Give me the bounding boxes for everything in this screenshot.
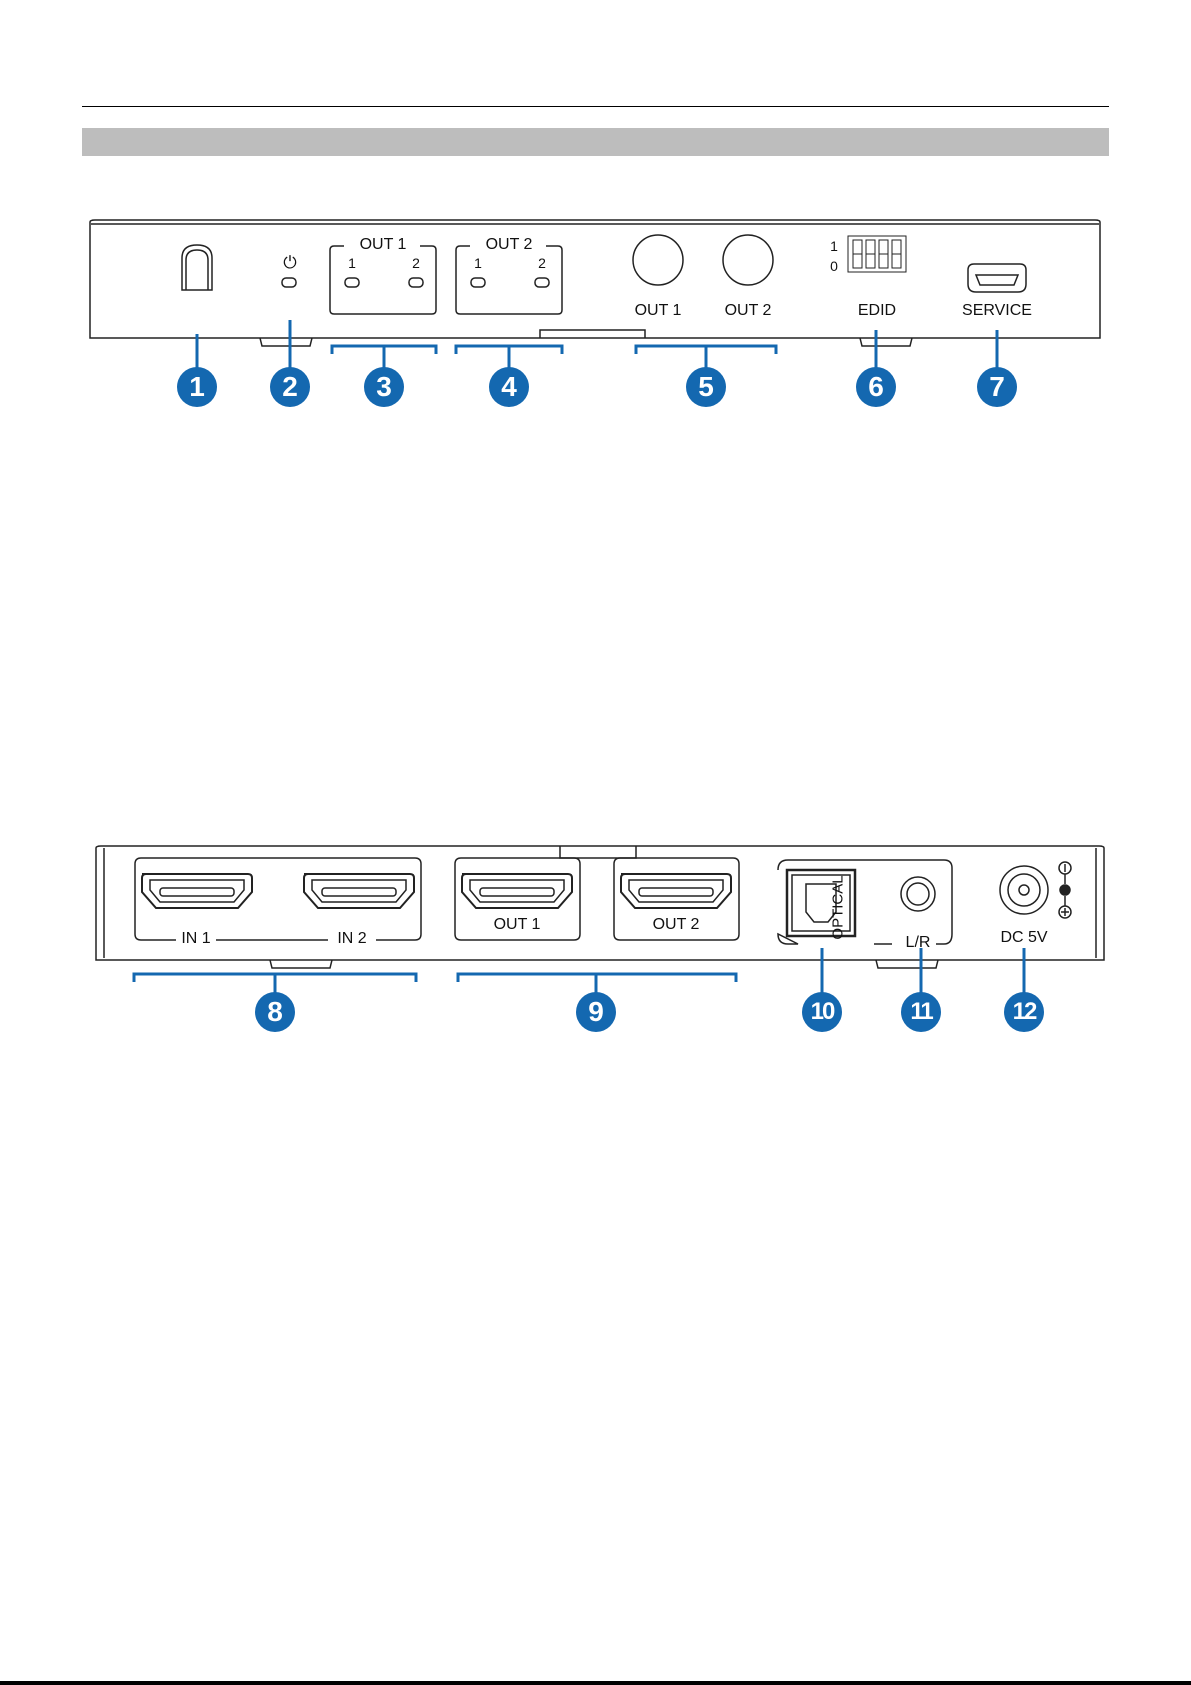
hdmi-in-frame <box>135 858 421 940</box>
led-out2-1-icon <box>471 278 485 287</box>
button-out1-icon <box>633 235 683 285</box>
button-out2-icon <box>723 235 773 285</box>
callout-5: 5 <box>686 367 726 407</box>
front-panel-outline <box>90 220 1100 338</box>
led-group-2-title: OUT 2 <box>486 237 533 253</box>
led-out1-1-icon <box>345 278 359 287</box>
button-out1-label: OUT 1 <box>635 303 682 319</box>
rear-center-tab <box>560 846 636 858</box>
front-callout-leaders <box>197 320 997 370</box>
rear-callout-leaders <box>134 948 1024 996</box>
led-group-1-label-1: 1 <box>348 256 356 270</box>
led-out1-2-icon <box>409 278 423 287</box>
front-center-tab <box>540 330 645 338</box>
hdmi-in2-port-icon <box>304 874 414 908</box>
hdmi-out1-port-icon <box>462 874 572 908</box>
callout-7: 7 <box>977 367 1017 407</box>
service-label: SERVICE <box>962 303 1032 319</box>
hdmi-in1-label: IN 1 <box>181 931 210 947</box>
button-out2-label: OUT 2 <box>725 303 772 319</box>
ir-receiver-icon <box>182 245 212 290</box>
hdmi-out2-label: OUT 2 <box>653 917 700 933</box>
edid-switch-on-label: 1 <box>830 239 838 253</box>
led-group-2-label-1: 1 <box>474 256 482 270</box>
micro-usb-port-icon <box>968 264 1026 292</box>
callout-11: 11 <box>901 992 941 1032</box>
hdmi-in1-port-icon <box>142 874 252 908</box>
rear-foot-left <box>270 960 332 968</box>
lr-audio-jack-icon <box>901 877 935 911</box>
callout-1: 1 <box>177 367 217 407</box>
optical-label: OPTICAL <box>831 868 846 948</box>
lr-label: L/R <box>906 935 931 951</box>
edid-switch-off-label: 0 <box>830 259 838 273</box>
page-bottom-rule <box>0 1681 1191 1685</box>
hdmi-in2-label: IN 2 <box>337 931 366 947</box>
hdmi-out1-label: OUT 1 <box>494 917 541 933</box>
power-led-icon <box>282 278 296 287</box>
rear-foot-right <box>876 960 938 968</box>
callout-12: 12 <box>1004 992 1044 1032</box>
callout-2: 2 <box>270 367 310 407</box>
power-icon: ⏻ <box>283 254 296 271</box>
callout-8: 8 <box>255 992 295 1032</box>
callout-6: 6 <box>856 367 896 407</box>
front-foot-right <box>860 338 912 346</box>
led-group-1-title: OUT 1 <box>360 237 407 253</box>
callout-4: 4 <box>489 367 529 407</box>
led-group-2-label-2: 2 <box>538 256 546 270</box>
front-panel <box>90 220 1100 346</box>
edid-dip-switch-icon <box>848 236 906 272</box>
dc-power-jack-icon <box>1000 866 1048 914</box>
edid-label: EDID <box>858 303 896 319</box>
rear-panel <box>96 846 1104 968</box>
front-foot-left <box>260 338 312 346</box>
polarity-symbol-icon <box>1059 862 1071 918</box>
dc-label: DC 5V <box>1000 930 1047 946</box>
callout-9: 9 <box>576 992 616 1032</box>
callout-3: 3 <box>364 367 404 407</box>
callout-10: 10 <box>802 992 842 1032</box>
led-group-1-label-2: 2 <box>412 256 420 270</box>
led-out2-2-icon <box>535 278 549 287</box>
rear-panel-outline <box>96 846 1104 960</box>
hdmi-out2-port-icon <box>621 874 731 908</box>
